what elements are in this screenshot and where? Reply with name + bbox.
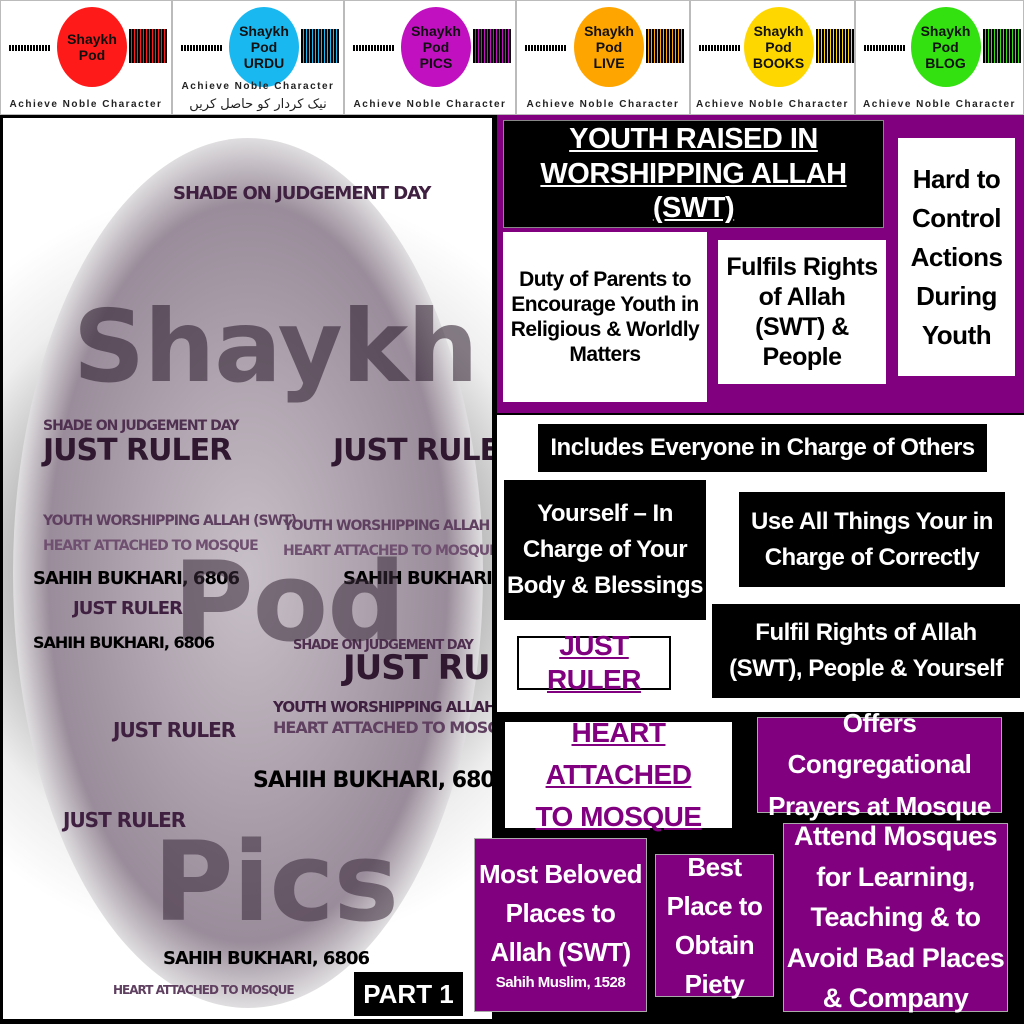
waveform-icon (815, 29, 854, 63)
logo-text: Pod (765, 39, 792, 55)
waveform-icon (699, 45, 741, 51)
logo-tagline: Achieve Noble Character (696, 99, 849, 110)
word-cloud-phrase: SHADE ON JUDGEMENT DAY (173, 183, 431, 204)
logo-tagline: Achieve Noble Character (353, 99, 507, 110)
waveform-icon (9, 45, 51, 51)
logo-text: Shaykh (920, 23, 971, 39)
logo-text: URDU (243, 55, 285, 71)
word-cloud-phrase: YOUTH WORSHIPPING ALLAH (SWT) (283, 518, 492, 534)
fulfils-box: Fulfils Rights of Allah (SWT) & People (718, 240, 886, 384)
word-cloud-phrase: JUST RULER (63, 808, 186, 832)
waveform-icon (181, 45, 223, 51)
word-cloud-phrase: HEART ATTACHED TO MOSQUE (283, 543, 495, 559)
waveform-icon (646, 29, 684, 63)
beloved-box: Most Beloved Places to Allah (SWT) Sahih… (474, 838, 647, 1012)
word-cloud-phrase: HEART ATTACHED TO MOSQUE (113, 983, 295, 997)
logo-text: LIVE (593, 55, 625, 71)
word-cloud-phrase: SHADE ON JUDGEMENT DAY (43, 418, 239, 434)
word-cloud-phrase: JUST RULER (343, 648, 492, 688)
waveform-icon (473, 29, 511, 63)
part-label: PART 1 (352, 970, 465, 1018)
heart-line1: HEART ATTACHED (545, 717, 692, 790)
logo-tagline: Achieve Noble Character (863, 99, 1016, 110)
heart-attached-heading: HEART ATTACHED TO MOSQUE (505, 717, 732, 832)
word-cloud-phrase: SAHIH BUKHARI, 6806 (33, 633, 215, 652)
word-cloud-phrase: YOUTH WORSHIPPING ALLAH (SWT) (273, 698, 495, 716)
word-cloud-phrase: SAHIH BUKHARI, 6806 (163, 948, 370, 969)
waveform-icon (864, 45, 906, 51)
offers-box: Offers Congregational Prayers at Mosque (757, 708, 1002, 821)
word-cloud-phrase: HEART ATTACHED TO MOSQUE (43, 538, 259, 554)
logo-text: Shaykh (753, 23, 804, 39)
word-cloud-phrase: JUST RULER (73, 598, 183, 619)
word-cloud-phrase: Shaykh (73, 288, 478, 405)
word-cloud-circle (13, 138, 483, 1008)
waveform-icon (129, 29, 167, 63)
logo-text: BLOG (925, 55, 966, 71)
hard-box: Hard to Control Actions During Youth (898, 138, 1015, 376)
duty-box: Duty of Parents to Encourage Youth in Re… (503, 232, 707, 402)
waveform-icon (301, 29, 339, 63)
logo-tagline: Achieve Noble Character (9, 99, 163, 110)
logo-text: Shaykh (239, 23, 289, 39)
attend-box: Attend Mosques for Learning, Teaching & … (783, 821, 1008, 1013)
word-cloud-phrase: HEART ATTACHED TO MOSQUE (273, 718, 492, 737)
logo-text: Pod (595, 39, 623, 55)
word-cloud-phrase: SAHIH BUKHARI, 6806 (343, 568, 495, 589)
word-cloud-phrase: SHADE ON JUDGEMENT DAY (293, 638, 474, 653)
logo-text: Shaykh (411, 23, 461, 39)
word-cloud-phrase: SAHIH BUKHARI, 6806 (253, 768, 495, 793)
logo-text: Pod (932, 39, 959, 55)
logo-text: Shaykh (67, 31, 117, 47)
word-cloud-phrase: Pics (153, 818, 399, 946)
yourself-box: Yourself – In Charge of Your Body & Bles… (504, 480, 706, 620)
logo-text: Pod (78, 47, 106, 63)
youth-title-line1: YOUTH RAISED IN (569, 122, 818, 155)
logo-tagline: Achieve Noble Character (181, 81, 335, 92)
logo-text: Pod (422, 39, 450, 55)
heart-line2: TO MOSQUE (535, 801, 702, 832)
beloved-reference: Sahih Muslim, 1528 (495, 974, 626, 992)
logo-text: Shaykh (584, 23, 634, 39)
just-ruler-heading: JUST RULER (517, 630, 671, 695)
word-cloud-phrase: SAHIH BUKHARI, 6806 (33, 568, 240, 589)
waveform-icon (353, 45, 395, 51)
waveform-icon (982, 29, 1021, 63)
youth-title-line2: WORSHIPPING ALLAH (SWT) (540, 157, 847, 225)
word-cloud-phrase: JUST RULER (43, 433, 232, 468)
logo-tagline: Achieve Noble Character (526, 99, 680, 110)
best-place-box: Best Place to Obtain Piety (655, 852, 774, 999)
word-cloud-phrase: JUST RULER (113, 718, 236, 742)
includes-box: Includes Everyone in Charge of Others (538, 424, 987, 472)
word-cloud-phrase: Pod (173, 538, 406, 666)
fulfil-rights-box: Fulfil Rights of Allah (SWT), People & Y… (712, 604, 1020, 698)
logo-text: PICS (419, 55, 453, 71)
waveform-icon (525, 45, 567, 51)
logo-text: Pod (250, 39, 278, 55)
beloved-text: Most Beloved Places to Allah (SWT) (478, 859, 643, 968)
logo-urdu-tagline: نیک کردار کو حاصل کریں (189, 97, 327, 112)
word-cloud-phrase: JUST RULER (333, 433, 492, 468)
word-cloud-phrase: YOUTH WORSHIPPING ALLAH (SWT) (43, 513, 297, 529)
use-all-box: Use All Things Your in Charge of Correct… (739, 492, 1005, 587)
youth-title: YOUTH RAISED IN WORSHIPPING ALLAH (SWT) (503, 120, 884, 228)
logo-text: BOOKS (752, 55, 805, 71)
